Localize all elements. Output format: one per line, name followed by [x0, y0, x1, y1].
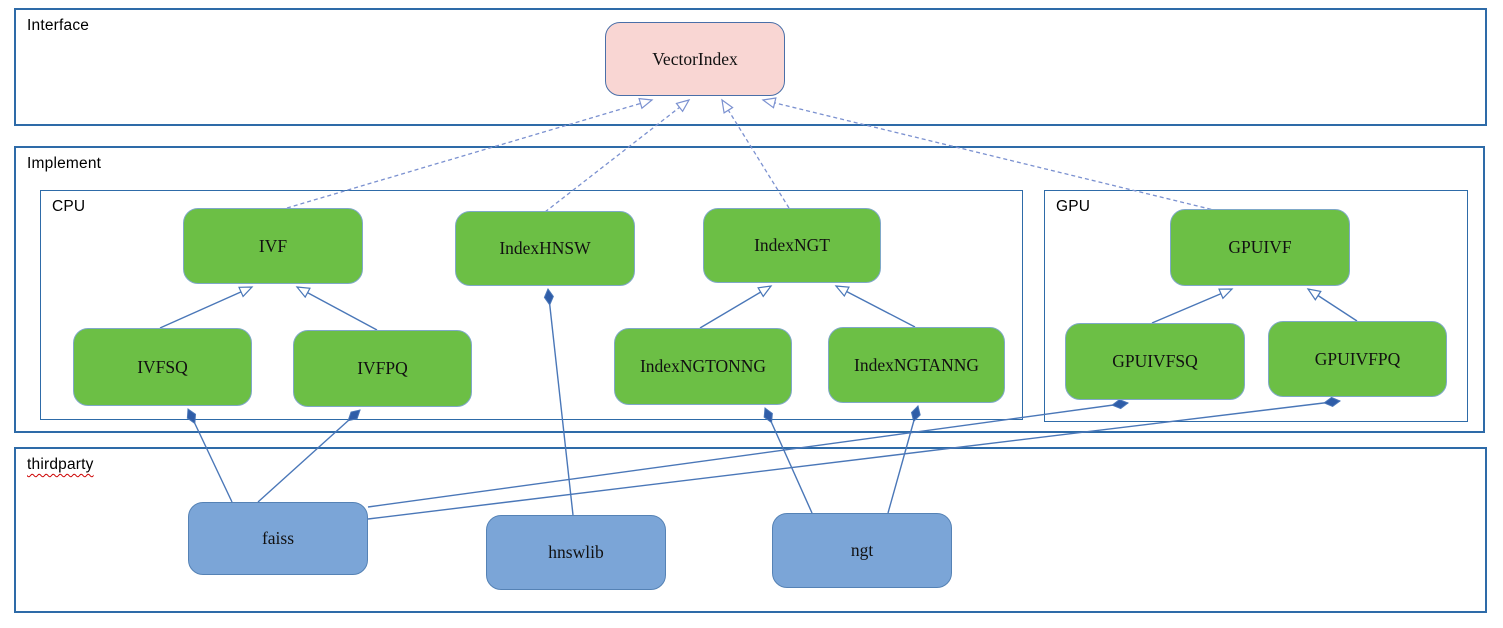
node-ivfpq-label: IVFPQ [357, 358, 408, 378]
container-cpu-label: CPU [52, 198, 86, 215]
node-indexngt-label: IndexNGT [754, 235, 830, 255]
container-implement-label: Implement [27, 155, 102, 172]
node-faiss-label: faiss [261, 528, 295, 548]
node-vectorindex: VectorIndex [605, 22, 785, 96]
node-hnswlib: hnswlib [486, 515, 666, 590]
node-faiss: faiss [188, 502, 368, 575]
node-indexhnsw-label: IndexHNSW [499, 238, 591, 258]
node-ivfsq: IVFSQ [73, 328, 252, 406]
node-gpuivfpq-label: GPUIVFPQ [1314, 348, 1401, 369]
node-gpuivfpq: GPUIVFPQ [1268, 321, 1447, 397]
node-gpuivf-label: GPUIVF [1228, 237, 1292, 257]
node-vectorindex-label: VectorIndex [652, 48, 738, 69]
node-ngt-label: ngt [850, 540, 874, 560]
node-ivfpq: IVFPQ [293, 330, 472, 407]
node-indexngt: IndexNGT [703, 208, 881, 283]
node-indexngtanng: IndexNGTANNG [828, 327, 1005, 403]
node-ngt: ngt [772, 513, 952, 588]
node-gpuivfsq-label: GPUIVFSQ [1112, 351, 1198, 371]
container-gpu-label: GPU [1056, 198, 1091, 215]
node-gpuivf: GPUIVF [1170, 209, 1350, 286]
node-gpuivfsq: GPUIVFSQ [1065, 323, 1245, 400]
node-ivfsq-label: IVFSQ [137, 356, 188, 377]
node-indexngtonng: IndexNGTONNG [614, 328, 792, 405]
node-ivf: IVF [183, 208, 363, 284]
node-indexngtanng-label: IndexNGTANNG [854, 354, 979, 375]
node-indexhnsw: IndexHNSW [455, 211, 635, 286]
node-ivf-label: IVF [258, 235, 288, 256]
container-thirdparty-label: thirdparty [27, 456, 94, 473]
container-interface-label: Interface [27, 17, 90, 34]
node-indexngtonng-label: IndexNGTONNG [639, 356, 767, 376]
node-hnswlib-label: hnswlib [548, 542, 604, 562]
